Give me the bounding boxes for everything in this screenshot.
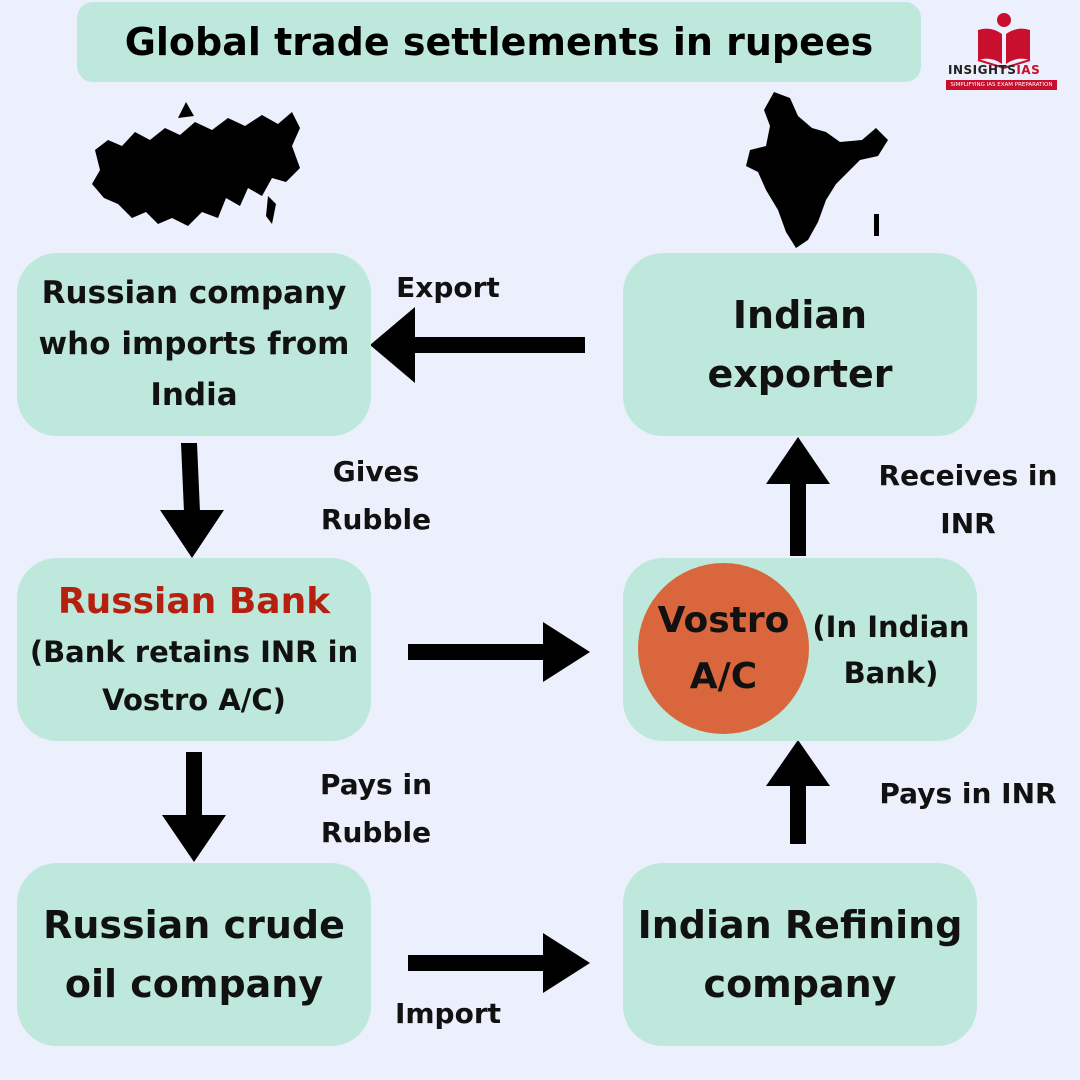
pays-rubble-line-1: Pays in [320,768,432,801]
receives-inr-arrow [766,437,830,556]
receives-inr-line-1: Receives in [878,459,1058,492]
indian-exporter-line-2: exporter [707,351,893,396]
russian-crude-box: Russian crude oil company [17,863,371,1046]
indian-refining-box: Indian Refining company [623,863,977,1046]
vostro-circle-line-1: Vostro [657,599,790,641]
import-arrow [408,933,590,993]
indian-exporter-box: Indian exporter [623,253,977,436]
export-label: Export [396,271,500,304]
pays-rubble-line-2: Rubble [320,815,432,849]
vostro-account-circle: Vostro A/C [638,563,809,734]
vostro-circle-line-2: A/C [689,655,758,697]
pays-rubble-arrow [162,752,226,862]
indian-exporter-line-1: Indian [732,292,868,337]
pays-inr-arrow [766,740,830,844]
receives-inr-line-2: INR [940,506,996,540]
import-label: Import [394,997,502,1030]
russian-importer-line-3: India [150,377,238,414]
vostro-note: (In Indian Bank) [806,604,976,697]
pays-rubble-label: Pays in Rubble [296,761,456,856]
russian-bank-heading: Russian Bank [57,580,331,622]
russian-bank-box: Russian Bank (Bank retains INR in Vostro… [17,558,371,741]
india-map-icon [746,92,888,248]
insightsias-logo-icon [977,13,1031,70]
gives-rubble-line-1: Gives [332,455,420,488]
gives-rubble-arrow [160,443,224,558]
vostro-note-line-1: (In Indian [812,610,970,644]
indian-refining-line-1: Indian Refining [637,902,963,947]
gives-rubble-label: Gives Rubble [296,448,456,543]
russian-bank-line-1: (Bank retains INR in [29,634,359,669]
diagram-title: Global trade settlements in rupees [77,2,921,82]
pays-inr-label: Pays in INR [879,777,1057,810]
receives-inr-label: Receives in INR [862,452,1074,547]
russia-map-icon [92,102,300,226]
russian-crude-line-2: oil company [64,961,324,1006]
export-arrow [370,307,585,383]
bank-to-vostro-arrow [408,622,590,682]
indian-refining-line-2: company [703,961,897,1006]
logo-tagline: SIMPLIFYING IAS EXAM PREPARATION [946,80,1057,90]
russian-importer-line-2: who imports from [38,325,350,362]
russian-crude-line-1: Russian crude [43,902,345,947]
gives-rubble-line-2: Rubble [320,502,432,536]
vostro-note-line-2: Bank) [843,656,939,691]
logo-wordmark: INSIGHTSIAS [948,63,1041,77]
russian-bank-line-2: Vostro A/C) [102,682,286,717]
russian-importer-box: Russian company who imports from India [17,253,371,436]
russian-importer-line-1: Russian company [41,274,347,311]
